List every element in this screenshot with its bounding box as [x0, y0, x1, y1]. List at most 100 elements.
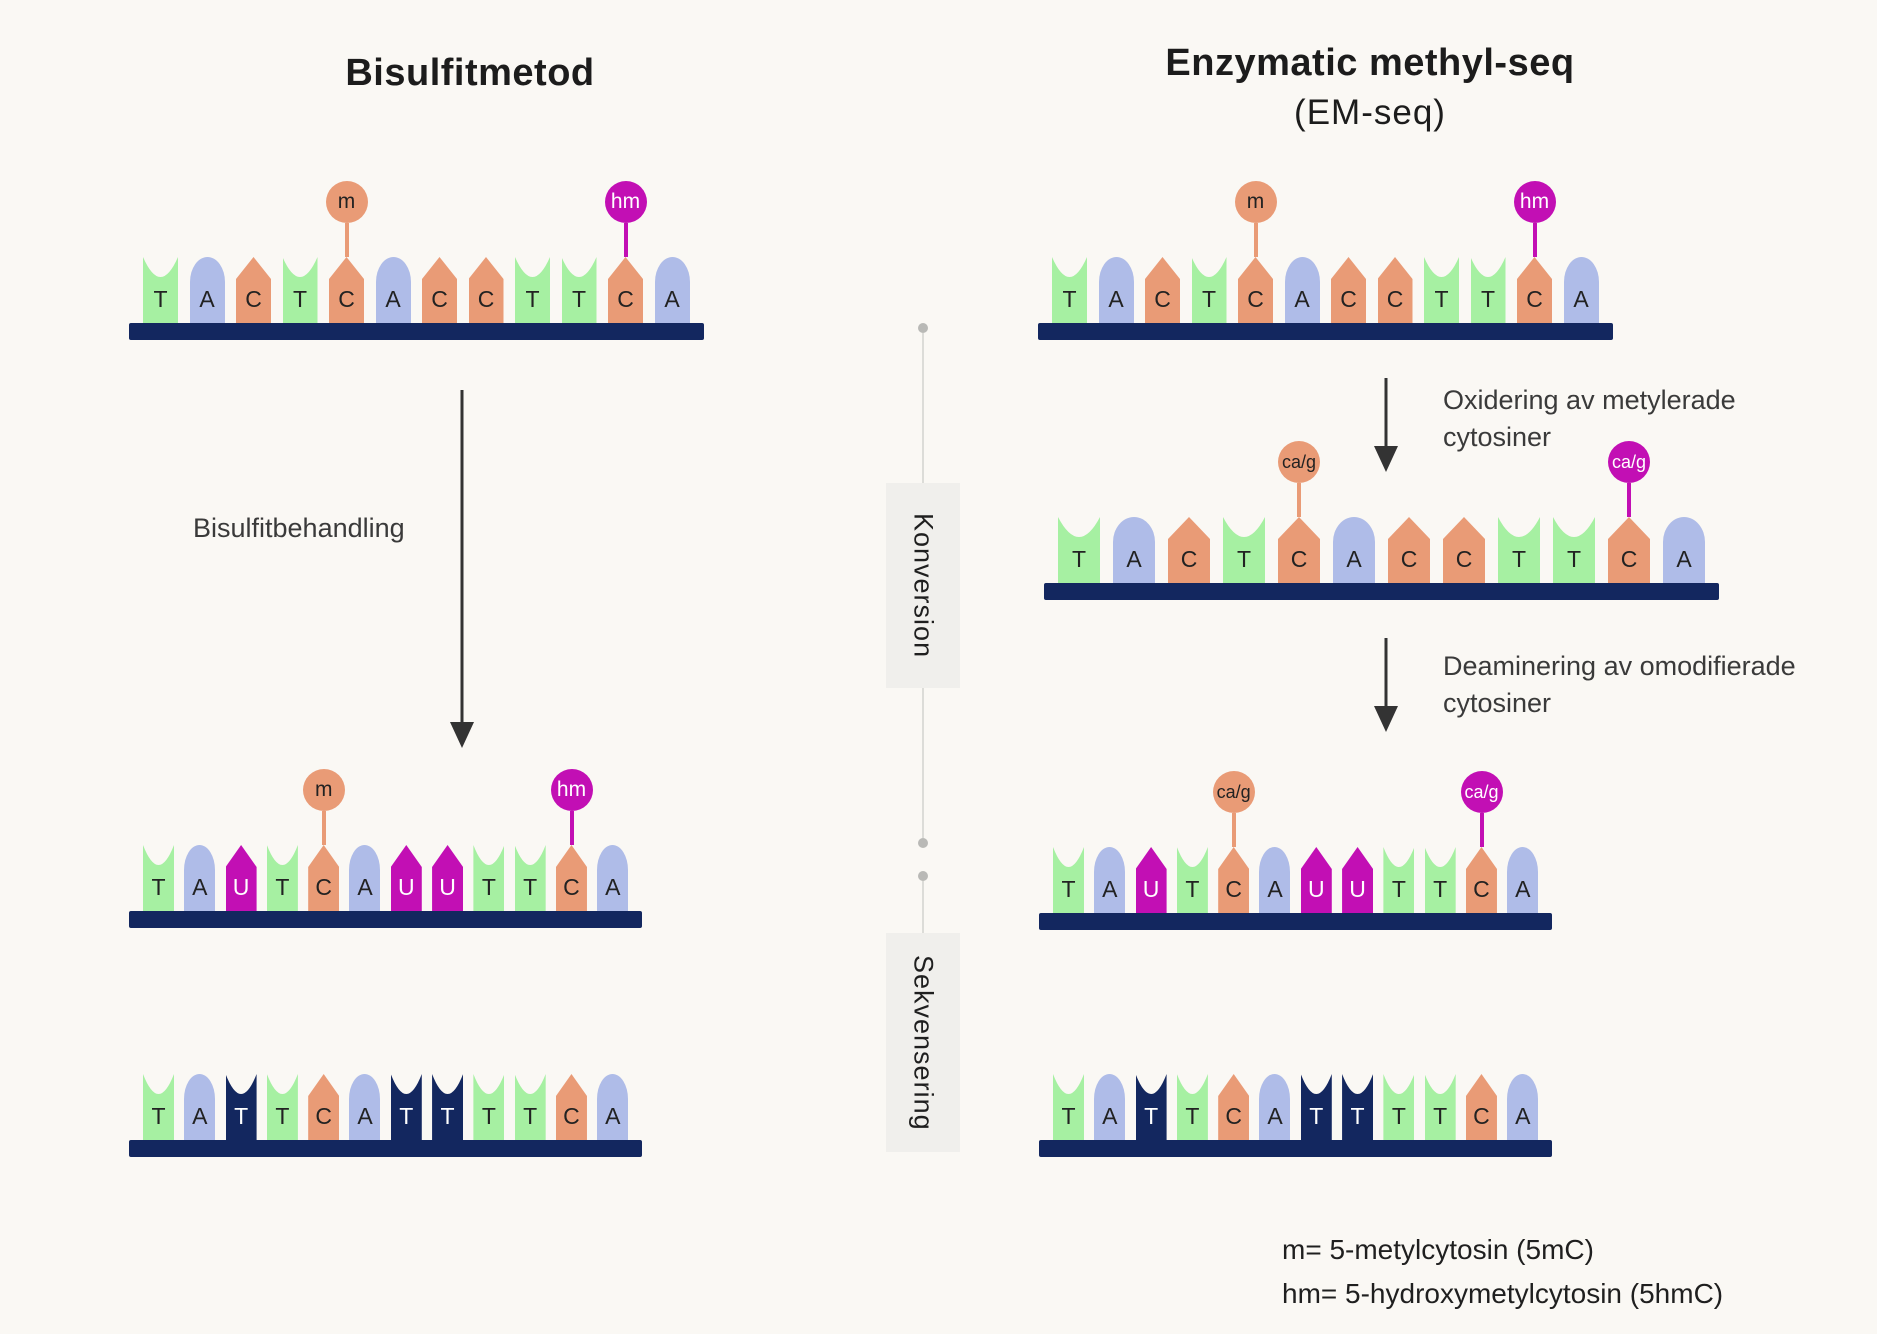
nucleotide-letter: T — [1566, 546, 1582, 572]
nucleotide-tile-c: C — [422, 257, 457, 323]
nucleotide-tile-t: T — [143, 1074, 174, 1140]
emseq-title: Enzymatic methyl-seq — [1165, 42, 1575, 84]
nucleotide-letter: T — [523, 874, 538, 900]
marker-bubble: m — [302, 769, 345, 811]
nucleotide-letter: T — [440, 1103, 455, 1129]
marker-bubble: ca/g — [1212, 771, 1255, 813]
nucleotide-letter: C — [1340, 286, 1357, 312]
strand-backbone — [1038, 323, 1613, 340]
nucleotide-letter: T — [1071, 546, 1087, 572]
marker-stem — [1297, 483, 1301, 517]
nucleotide-letter: T — [1062, 286, 1077, 312]
marker-stem — [344, 223, 349, 257]
nucleotide-tile-t-converted: T — [432, 1074, 463, 1140]
ca-g-marker: ca/g — [1212, 771, 1256, 847]
nucleotide-letter: A — [605, 874, 621, 900]
nucleotide-letter: C — [1400, 546, 1418, 572]
nucleotide-letter: A — [192, 1103, 208, 1129]
nucleotide-letter: A — [199, 286, 215, 312]
nucleotide-letter: C — [1225, 876, 1242, 902]
marker-bubble: ca/g — [1460, 771, 1503, 813]
nucleotide-letter: C — [338, 286, 355, 312]
nucleotide-letter: T — [151, 1103, 166, 1129]
nucleotide-tile-a: A — [349, 1074, 381, 1140]
nucleotide-letter: T — [1434, 286, 1449, 312]
nucleotide-tile-c: C — [308, 1074, 340, 1140]
nucleotide-letter: U — [232, 874, 250, 900]
marker-stem — [1253, 223, 1258, 257]
nucleotide-letter: T — [234, 1103, 249, 1129]
nucleotide-tile-c: C — [236, 257, 271, 323]
arrow-head — [1374, 706, 1398, 732]
nucleotide-tile-t: T — [1424, 257, 1459, 323]
divider-dot-top — [918, 323, 928, 333]
nucleotide-letter: T — [1144, 1103, 1159, 1129]
marker-bubble: ca/g — [1608, 441, 1650, 483]
nucleotide-tile-a: A — [184, 1074, 216, 1140]
nucleotide-tile-c: C — [1517, 257, 1552, 323]
arrow-head — [450, 722, 474, 748]
bisulfite-title: Bisulfitmetod — [345, 52, 595, 94]
nucleotide-letter: T — [399, 1103, 414, 1129]
nucleotide-letter: T — [1061, 1103, 1076, 1129]
divider-line-3 — [922, 881, 924, 933]
nucleotide-letter: A — [1102, 1103, 1118, 1129]
nucleotide-tile-u: U — [225, 845, 257, 911]
nucleotide-letter: A — [664, 286, 680, 312]
marker-stem — [1231, 813, 1236, 847]
nucleotide-tile-c: C — [1218, 1074, 1250, 1140]
nucleotide-tile-a: A — [189, 257, 225, 323]
nucleotide-letter: A — [1515, 1103, 1531, 1129]
nucleotide-tile-t: T — [1383, 847, 1414, 913]
nucleotide-tile-t: T — [1058, 517, 1100, 583]
nucleotide-tile-a: A — [1259, 1074, 1291, 1140]
methyl-marker: m — [325, 181, 369, 257]
nucleotide-tile-c: C — [1218, 847, 1250, 913]
deamination-label-line2: cytosiner — [1443, 688, 1552, 718]
nucleotide-letter: C — [1473, 876, 1490, 902]
nucleotide-tile-c: C — [555, 1074, 587, 1140]
nucleotide-letter: T — [1391, 876, 1406, 902]
sequencing-stage-box: Sekvensering — [886, 933, 960, 1152]
nucleotide-letter: T — [523, 1103, 538, 1129]
marker-stem — [1532, 223, 1537, 257]
nucleotide-letter: T — [1309, 1103, 1324, 1129]
nucleotide-tile-c: C — [1377, 257, 1413, 323]
nucleotide-tile-a: A — [1113, 517, 1155, 583]
legend-5mc: m= 5-metylcytosin (5mC) — [1282, 1234, 1594, 1265]
nucleotide-tile-t: T — [143, 845, 174, 911]
nucleotide-tile-a: A — [184, 845, 216, 911]
nucleotide-tile-c: C — [555, 845, 587, 911]
ca-g-marker: ca/g — [1460, 771, 1504, 847]
oxidation-step-label: Oxidering av metylerade cytosiner — [1443, 382, 1736, 456]
hydroxymethyl-marker: hm — [1513, 181, 1557, 257]
deamination-arrow-icon — [1374, 638, 1398, 732]
nucleotide-letter: C — [1247, 286, 1264, 312]
strand-backbone — [1044, 583, 1719, 600]
marker-stem — [321, 811, 326, 845]
nucleotide-letter: C — [315, 1103, 332, 1129]
nucleotide-letter: T — [1433, 1103, 1448, 1129]
nucleotide-letter: T — [1433, 876, 1448, 902]
nucleotide-tile-t: T — [515, 845, 546, 911]
nucleotide-tile-u: U — [1300, 847, 1332, 913]
nucleotide-letter: T — [571, 286, 587, 312]
oxidation-label-line1: Oxidering av metylerade — [1443, 385, 1736, 415]
nucleotide-letter: T — [525, 286, 540, 312]
nucleotide-letter: T — [1061, 876, 1076, 902]
right-column-title: Enzymatic methyl-seq (EM-seq) — [1080, 42, 1660, 133]
marker-bubble: m — [325, 181, 368, 223]
nucleotide-tile-c: C — [1388, 517, 1430, 583]
nucleotide-tile-a: A — [1507, 1074, 1539, 1140]
nucleotide-letter: T — [1185, 876, 1200, 902]
nucleotide-tile-c: C — [1443, 517, 1485, 583]
nucleotide-tile-a: A — [1094, 847, 1126, 913]
nucleotide-tile-t: T — [1177, 847, 1208, 913]
nucleotide-letter: T — [1391, 1103, 1406, 1129]
nucleotide-letter: T — [1185, 1103, 1200, 1129]
